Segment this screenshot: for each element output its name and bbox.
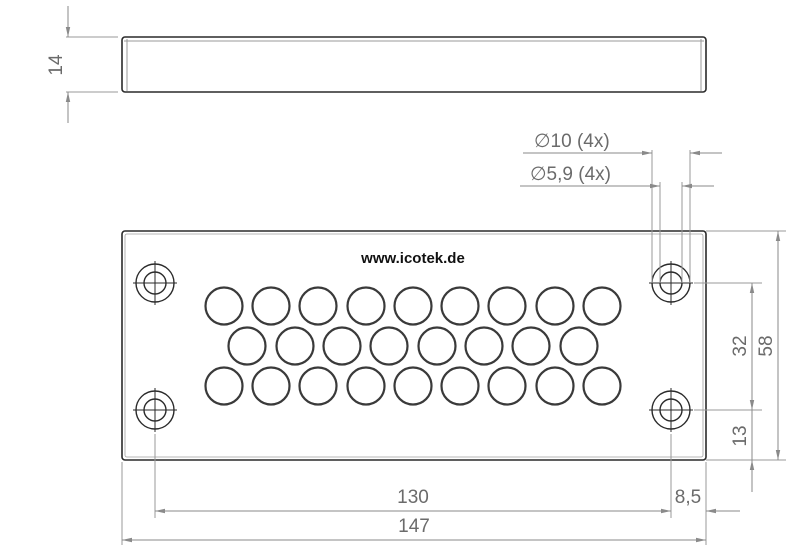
front-view-plate bbox=[121, 230, 707, 461]
hole-spacing-vertical-label: 32 bbox=[730, 335, 751, 356]
diameter-dimensions: ∅10 (4x) ∅5,9 (4x) bbox=[520, 131, 722, 283]
mounting-hole-top-left bbox=[133, 261, 177, 305]
vertical-dimensions: 58 32 13 bbox=[694, 230, 786, 492]
grommet-holes bbox=[204, 286, 622, 406]
hole-row-3 bbox=[204, 366, 622, 406]
outer-diameter-label: ∅10 (4x) bbox=[534, 131, 610, 152]
height-label: 58 bbox=[756, 335, 777, 356]
horizontal-dimensions: 130 8,5 147 bbox=[121, 434, 740, 545]
inner-diameter-label: ∅5,9 (4x) bbox=[530, 164, 611, 185]
thickness-label: 14 bbox=[46, 54, 67, 76]
thickness-dimension: 14 bbox=[46, 6, 118, 123]
mounting-hole-top-right bbox=[649, 261, 693, 305]
side-view bbox=[121, 36, 707, 93]
mounting-hole-bottom-left bbox=[133, 388, 177, 432]
hole-row-1 bbox=[204, 286, 622, 326]
brand-url: www.icotek.de bbox=[360, 250, 465, 267]
width-label: 147 bbox=[398, 516, 430, 537]
hole-row-2 bbox=[227, 326, 599, 366]
edge-offset-label: 8,5 bbox=[675, 487, 701, 508]
mounting-hole-bottom-right bbox=[649, 388, 693, 432]
bottom-offset-label: 13 bbox=[730, 425, 751, 446]
hole-spacing-horizontal-label: 130 bbox=[397, 487, 429, 508]
